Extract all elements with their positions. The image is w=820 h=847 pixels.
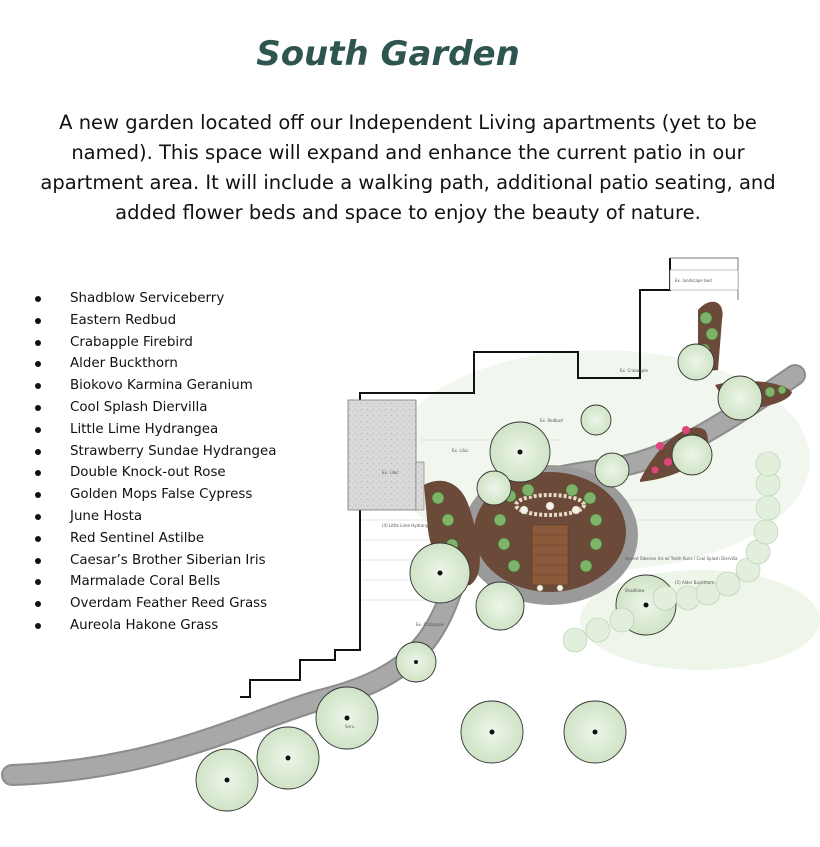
plant-list-item: Red Sentinel Astilbe (30, 528, 276, 550)
tree-trunks (224, 449, 649, 783)
plan-label: Ex. Crabapple (620, 368, 649, 373)
tree-canopy (475, 581, 525, 631)
garden-description: A new garden located off our Independent… (40, 111, 776, 224)
plan-label: Accent Siberian Iris w/ Teeth Runs / Coo… (625, 556, 738, 561)
plan-label: Ex. Lilac (382, 470, 399, 475)
plant-list-item: Biokovo Karmina Geranium (30, 375, 276, 397)
plant-list-item: Aureola Hakone Grass (30, 615, 276, 637)
plan-label: Serv. (345, 724, 355, 729)
plan-label: Ex. landscape bed (675, 278, 712, 283)
rose-plantings (651, 426, 690, 474)
accent-stones (519, 501, 581, 592)
plant-list-item: Cool Splash Diervilla (30, 397, 276, 419)
plant-list-item: Eastern Redbud (30, 310, 276, 332)
plant-list-item: Crabapple Firebird (30, 332, 276, 354)
plant-list-item: Double Knock-out Rose (30, 462, 276, 484)
tree-canopy (717, 375, 763, 421)
plan-label: Shadblow (625, 588, 645, 593)
tree-canopy (671, 434, 713, 476)
plan-label: (4) Little Lime Hydrangea (382, 523, 434, 528)
plant-list-item: Shadblow Serviceberry (30, 288, 276, 310)
garden-site-plan: Ex. landscape bed Ex. Lilac (1, 257, 820, 812)
tree-canopy (580, 404, 612, 436)
plant-list-item: Golden Mops False Cypress (30, 484, 276, 506)
plant-list-item: Caesar’s Brother Siberian Iris (30, 550, 276, 572)
page-title: South Garden (256, 34, 520, 74)
plant-list-item: Marmalade Coral Bells (30, 571, 276, 593)
building-outline (240, 258, 671, 698)
plant-list-item: Little Lime Hydrangea (30, 419, 276, 441)
plant-list-item: Overdam Feather Reed Grass (30, 593, 276, 615)
plant-list-item: Strawberry Sundae Hydrangea (30, 441, 276, 463)
existing-patio (347, 399, 417, 511)
plant-list: Shadblow Serviceberry Eastern Redbud Cra… (30, 288, 276, 637)
plan-label: (5) Alder Buckthorn (675, 580, 715, 585)
tree-canopy (594, 452, 630, 488)
plan-label: Ex. Crabapple (416, 622, 445, 627)
plant-list-item: Alder Buckthorn (30, 353, 276, 375)
tree-canopy (677, 343, 715, 381)
plant-list-item: June Hosta (30, 506, 276, 528)
alder-buckthorn-row (562, 451, 781, 653)
plan-label: Ex. Lilac (452, 448, 469, 453)
tree-canopy (476, 470, 512, 506)
plan-label: Ex. Redbud (540, 418, 563, 423)
